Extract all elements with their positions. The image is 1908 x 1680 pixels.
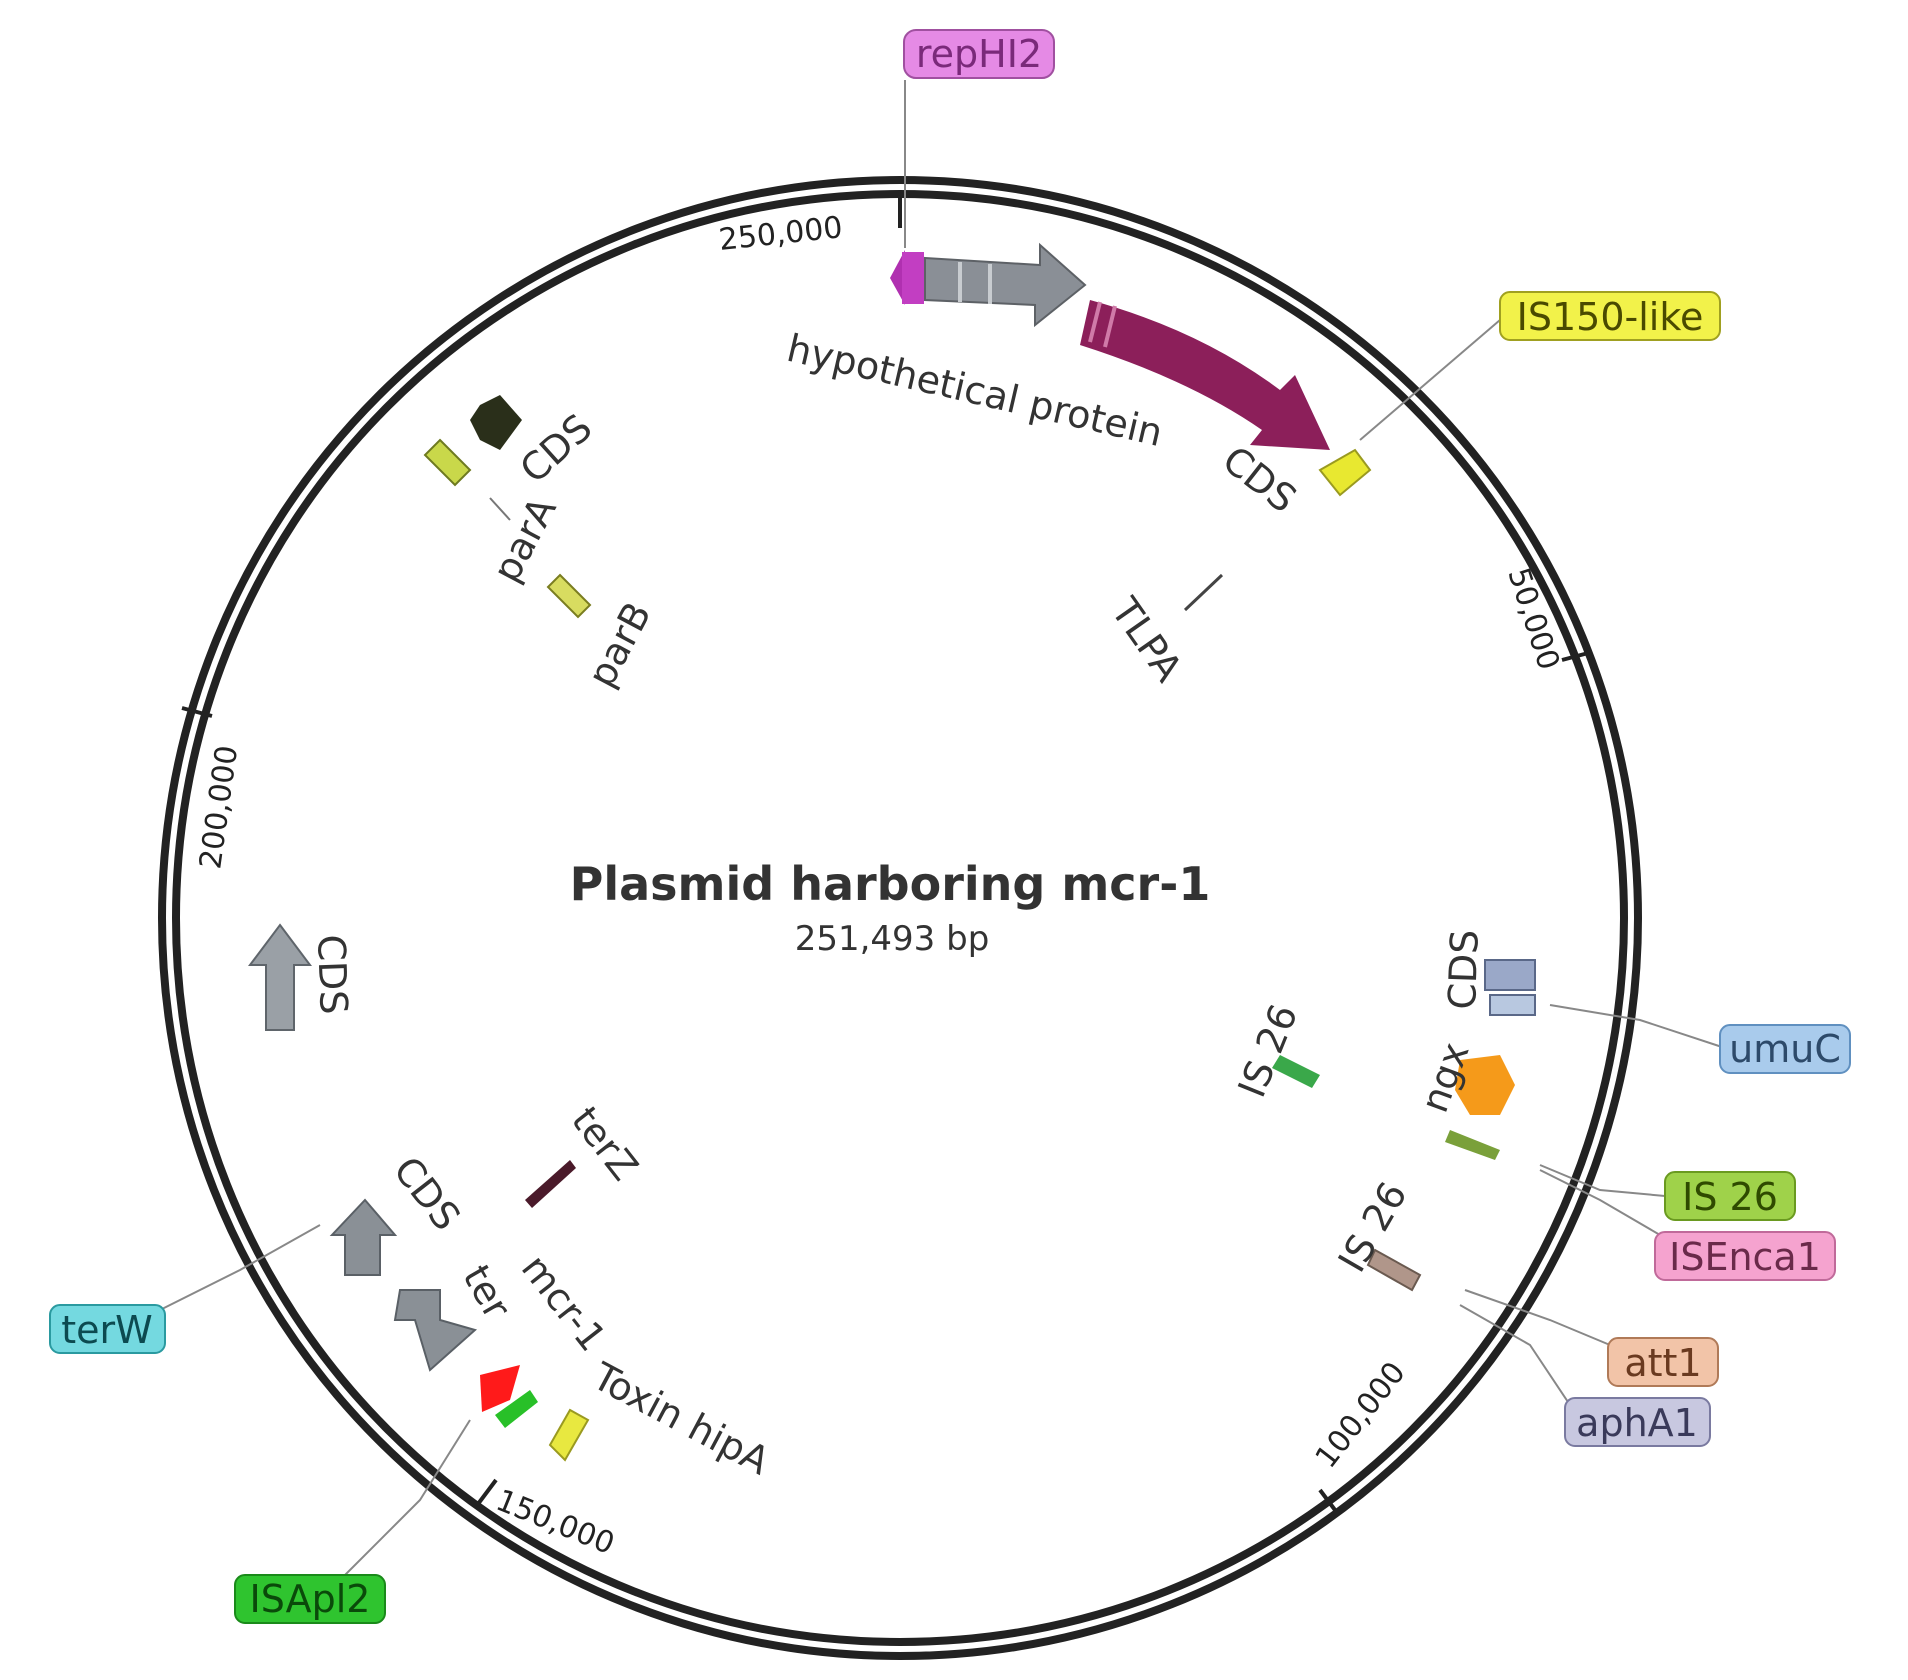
- is150-leader: [1359, 319, 1501, 441]
- apha1-leader: [1459, 1304, 1571, 1406]
- label-ter: ter: [454, 1258, 519, 1327]
- isapl2-gene: [495, 1390, 538, 1428]
- tick-label-200000: 200,000: [193, 743, 245, 871]
- rephi2-gene: [890, 250, 924, 305]
- callout-isapl2: ISApl2: [234, 1574, 386, 1624]
- para-tick: [489, 497, 511, 521]
- label-is26-inner: IS 26: [1230, 998, 1307, 1103]
- callout-is26: IS 26: [1664, 1171, 1796, 1221]
- callout-isenca1-label: ISEnca1: [1669, 1235, 1821, 1279]
- label-cds-lower-left: CDS: [385, 1148, 469, 1238]
- is150-gene: [1318, 448, 1372, 497]
- map-length: 251,493 bp: [795, 919, 990, 959]
- parb-gene: [546, 573, 592, 619]
- callout-terw: terW: [49, 1304, 166, 1354]
- callout-umuc: umuC: [1719, 1024, 1851, 1074]
- tick-150000: [476, 1478, 498, 1506]
- tick-100000: [1318, 1488, 1340, 1516]
- hypothetical-protein-gene: [924, 242, 1087, 328]
- label-terz: terZ: [563, 1098, 647, 1188]
- is26-box-leader: [1539, 1164, 1666, 1197]
- label-cds-top: CDS: [1214, 437, 1304, 521]
- callout-is26-label: IS 26: [1682, 1175, 1778, 1219]
- tick-50000: [1561, 650, 1593, 662]
- callout-is150-label: IS150-like: [1517, 295, 1704, 339]
- callout-isapl2-label: ISApl2: [250, 1577, 371, 1621]
- label-cds-upper-left: CDS: [512, 406, 601, 492]
- scale-ticks: [181, 196, 1593, 1516]
- label-is26-lower: IS 26: [1330, 1175, 1416, 1280]
- para-gene: [423, 438, 472, 487]
- label-tlpa: TLPA: [1102, 589, 1191, 689]
- ter-gene: [393, 1289, 478, 1372]
- callout-apha1: aphA1: [1564, 1397, 1711, 1447]
- terw-leader: [159, 1224, 321, 1311]
- cds-top-gene: [1080, 300, 1330, 450]
- is26-inner-gene: [1272, 1055, 1320, 1088]
- label-mcr1: mcr-1: [513, 1246, 615, 1359]
- callout-umuc-label: umuC: [1729, 1027, 1841, 1071]
- label-cds-left: CDS: [309, 934, 356, 1015]
- mcr1-gene: [480, 1365, 520, 1412]
- isapl2-leader: [339, 1419, 471, 1581]
- toxin-hipa-gene: [548, 1408, 590, 1462]
- label-cds-right: CDS: [1440, 929, 1487, 1010]
- tick-label-100000: 100,000: [1309, 1356, 1413, 1475]
- callout-att1-label: att1: [1624, 1341, 1701, 1385]
- callout-att1: att1: [1607, 1337, 1719, 1387]
- isenca1-leader: [1539, 1169, 1661, 1236]
- callout-is150: IS150-like: [1499, 291, 1721, 341]
- tlpa-tick: [1183, 573, 1224, 612]
- callout-rephi2: repHI2: [903, 29, 1055, 79]
- att1-leader: [1464, 1289, 1611, 1346]
- callout-apha1-label: aphA1: [1576, 1401, 1698, 1445]
- tick-label-250000: 250,000: [717, 210, 844, 258]
- callout-isenca1: ISEnca1: [1654, 1231, 1836, 1281]
- terz-gene: [525, 1160, 576, 1208]
- is26-lower-gene: [1445, 1130, 1500, 1160]
- umuc-leader: [1549, 1004, 1726, 1049]
- cds-upper-left-gene: [470, 395, 522, 450]
- callout-terw-label: terW: [61, 1308, 152, 1352]
- tick-200000: [181, 706, 213, 718]
- umuc-gene: [1484, 959, 1536, 1016]
- ngx-gene: [1455, 1055, 1515, 1115]
- callout-rephi2-label: repHI2: [916, 32, 1042, 76]
- map-title: Plasmid harboring mcr-1: [570, 857, 1211, 911]
- terw-gene: [329, 1198, 398, 1276]
- att1-gene: [1366, 1248, 1422, 1292]
- label-parb: parB: [579, 595, 660, 694]
- cds-left-gene: [248, 923, 312, 1031]
- label-toxin-hipa: Toxin hipA: [585, 1354, 777, 1484]
- plasmid-backbone: [158, 176, 1642, 1660]
